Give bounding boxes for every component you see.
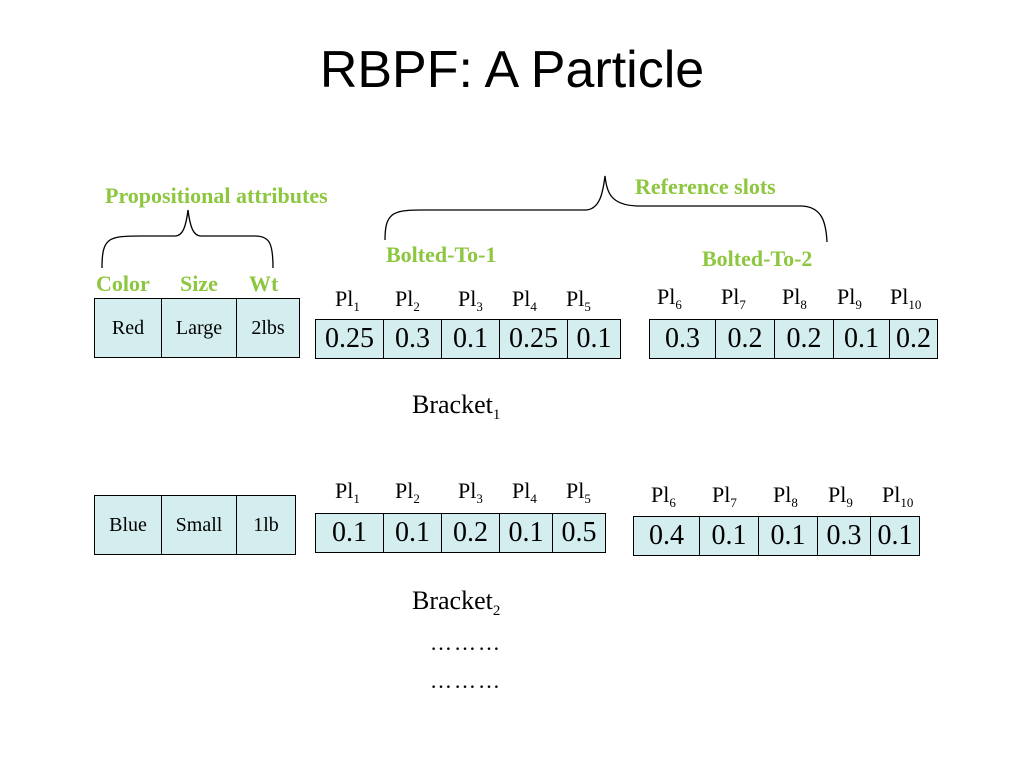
probability-cell: 0.5 [552, 513, 606, 553]
bolted-to-1-table-2: 0.1 0.1 0.2 0.1 0.5 [315, 513, 606, 553]
probability-cell: 0.3 [817, 516, 871, 556]
place-label: Pl9 [837, 284, 862, 312]
attr-color-cell: Red [94, 298, 162, 358]
bolted-to-1-table-1: 0.25 0.3 0.1 0.25 0.1 [315, 319, 621, 359]
place-label: Pl10 [882, 482, 914, 510]
ellipsis-row: ……… [430, 668, 502, 693]
place-label: Pl9 [828, 482, 853, 510]
probability-cell: 0.4 [633, 516, 700, 556]
place-label: Pl10 [890, 284, 922, 312]
place-label: Pl1 [335, 478, 360, 506]
place-label: Pl2 [395, 286, 420, 314]
size-column-label: Size [180, 271, 218, 296]
probability-cell: 0.2 [441, 513, 500, 553]
color-column-label: Color [96, 271, 150, 296]
attribute-table-2: Blue Small 1lb [94, 495, 296, 555]
place-label: Pl3 [458, 286, 483, 314]
attribute-table-1: Red Large 2lbs [94, 298, 300, 358]
reference-slots-label: Reference slots [635, 174, 776, 199]
probability-cell: 0.2 [889, 319, 938, 359]
reference-slots-brace [384, 175, 828, 243]
attr-wt-cell: 2lbs [236, 298, 300, 358]
place-label: Pl5 [566, 286, 591, 314]
propositional-attributes-label: Propositional attributes [105, 183, 328, 208]
probability-cell: 0.3 [383, 319, 442, 359]
place-label: Pl1 [335, 286, 360, 314]
probability-cell: 0.25 [315, 319, 384, 359]
attr-size-cell: Large [161, 298, 237, 358]
probability-cell: 0.1 [699, 516, 759, 556]
place-label: Pl6 [651, 482, 676, 510]
place-label: Pl6 [657, 284, 682, 312]
bracket-label-2: Bracket2 [412, 586, 501, 619]
bolted-to-2-label: Bolted-To-2 [702, 246, 813, 271]
probability-cell: 0.1 [567, 319, 621, 359]
attr-wt-cell: 1lb [236, 495, 296, 555]
probability-cell: 0.1 [499, 513, 553, 553]
probability-cell: 0.1 [383, 513, 442, 553]
probability-cell: 0.1 [315, 513, 384, 553]
place-label: Pl4 [512, 478, 537, 506]
place-label: Pl8 [773, 482, 798, 510]
attr-size-cell: Small [161, 495, 237, 555]
place-label: Pl3 [458, 478, 483, 506]
probability-cell: 0.1 [870, 516, 920, 556]
bracket-label-1: Bracket1 [412, 390, 501, 423]
probability-cell: 0.25 [499, 319, 568, 359]
slide-title: RBPF: A Particle [319, 41, 705, 99]
probability-cell: 0.2 [715, 319, 775, 359]
bolted-to-2-table-1: 0.3 0.2 0.2 0.1 0.2 [649, 319, 938, 359]
wt-column-label: Wt [249, 271, 279, 296]
place-label: Pl7 [721, 284, 746, 312]
probability-cell: 0.1 [833, 319, 890, 359]
propositional-attributes-brace [101, 209, 274, 269]
place-label: Pl8 [782, 284, 807, 312]
attr-color-cell: Blue [94, 495, 162, 555]
place-label: Pl2 [395, 478, 420, 506]
place-label: Pl7 [712, 482, 737, 510]
probability-cell: 0.2 [774, 319, 834, 359]
place-label: Pl5 [566, 478, 591, 506]
probability-cell: 0.1 [758, 516, 818, 556]
bolted-to-1-label: Bolted-To-1 [386, 242, 497, 267]
probability-cell: 0.3 [649, 319, 716, 359]
probability-cell: 0.1 [441, 319, 500, 359]
ellipsis-row: ……… [430, 630, 502, 655]
place-label: Pl4 [512, 286, 537, 314]
bolted-to-2-table-2: 0.4 0.1 0.1 0.3 0.1 [633, 516, 920, 556]
